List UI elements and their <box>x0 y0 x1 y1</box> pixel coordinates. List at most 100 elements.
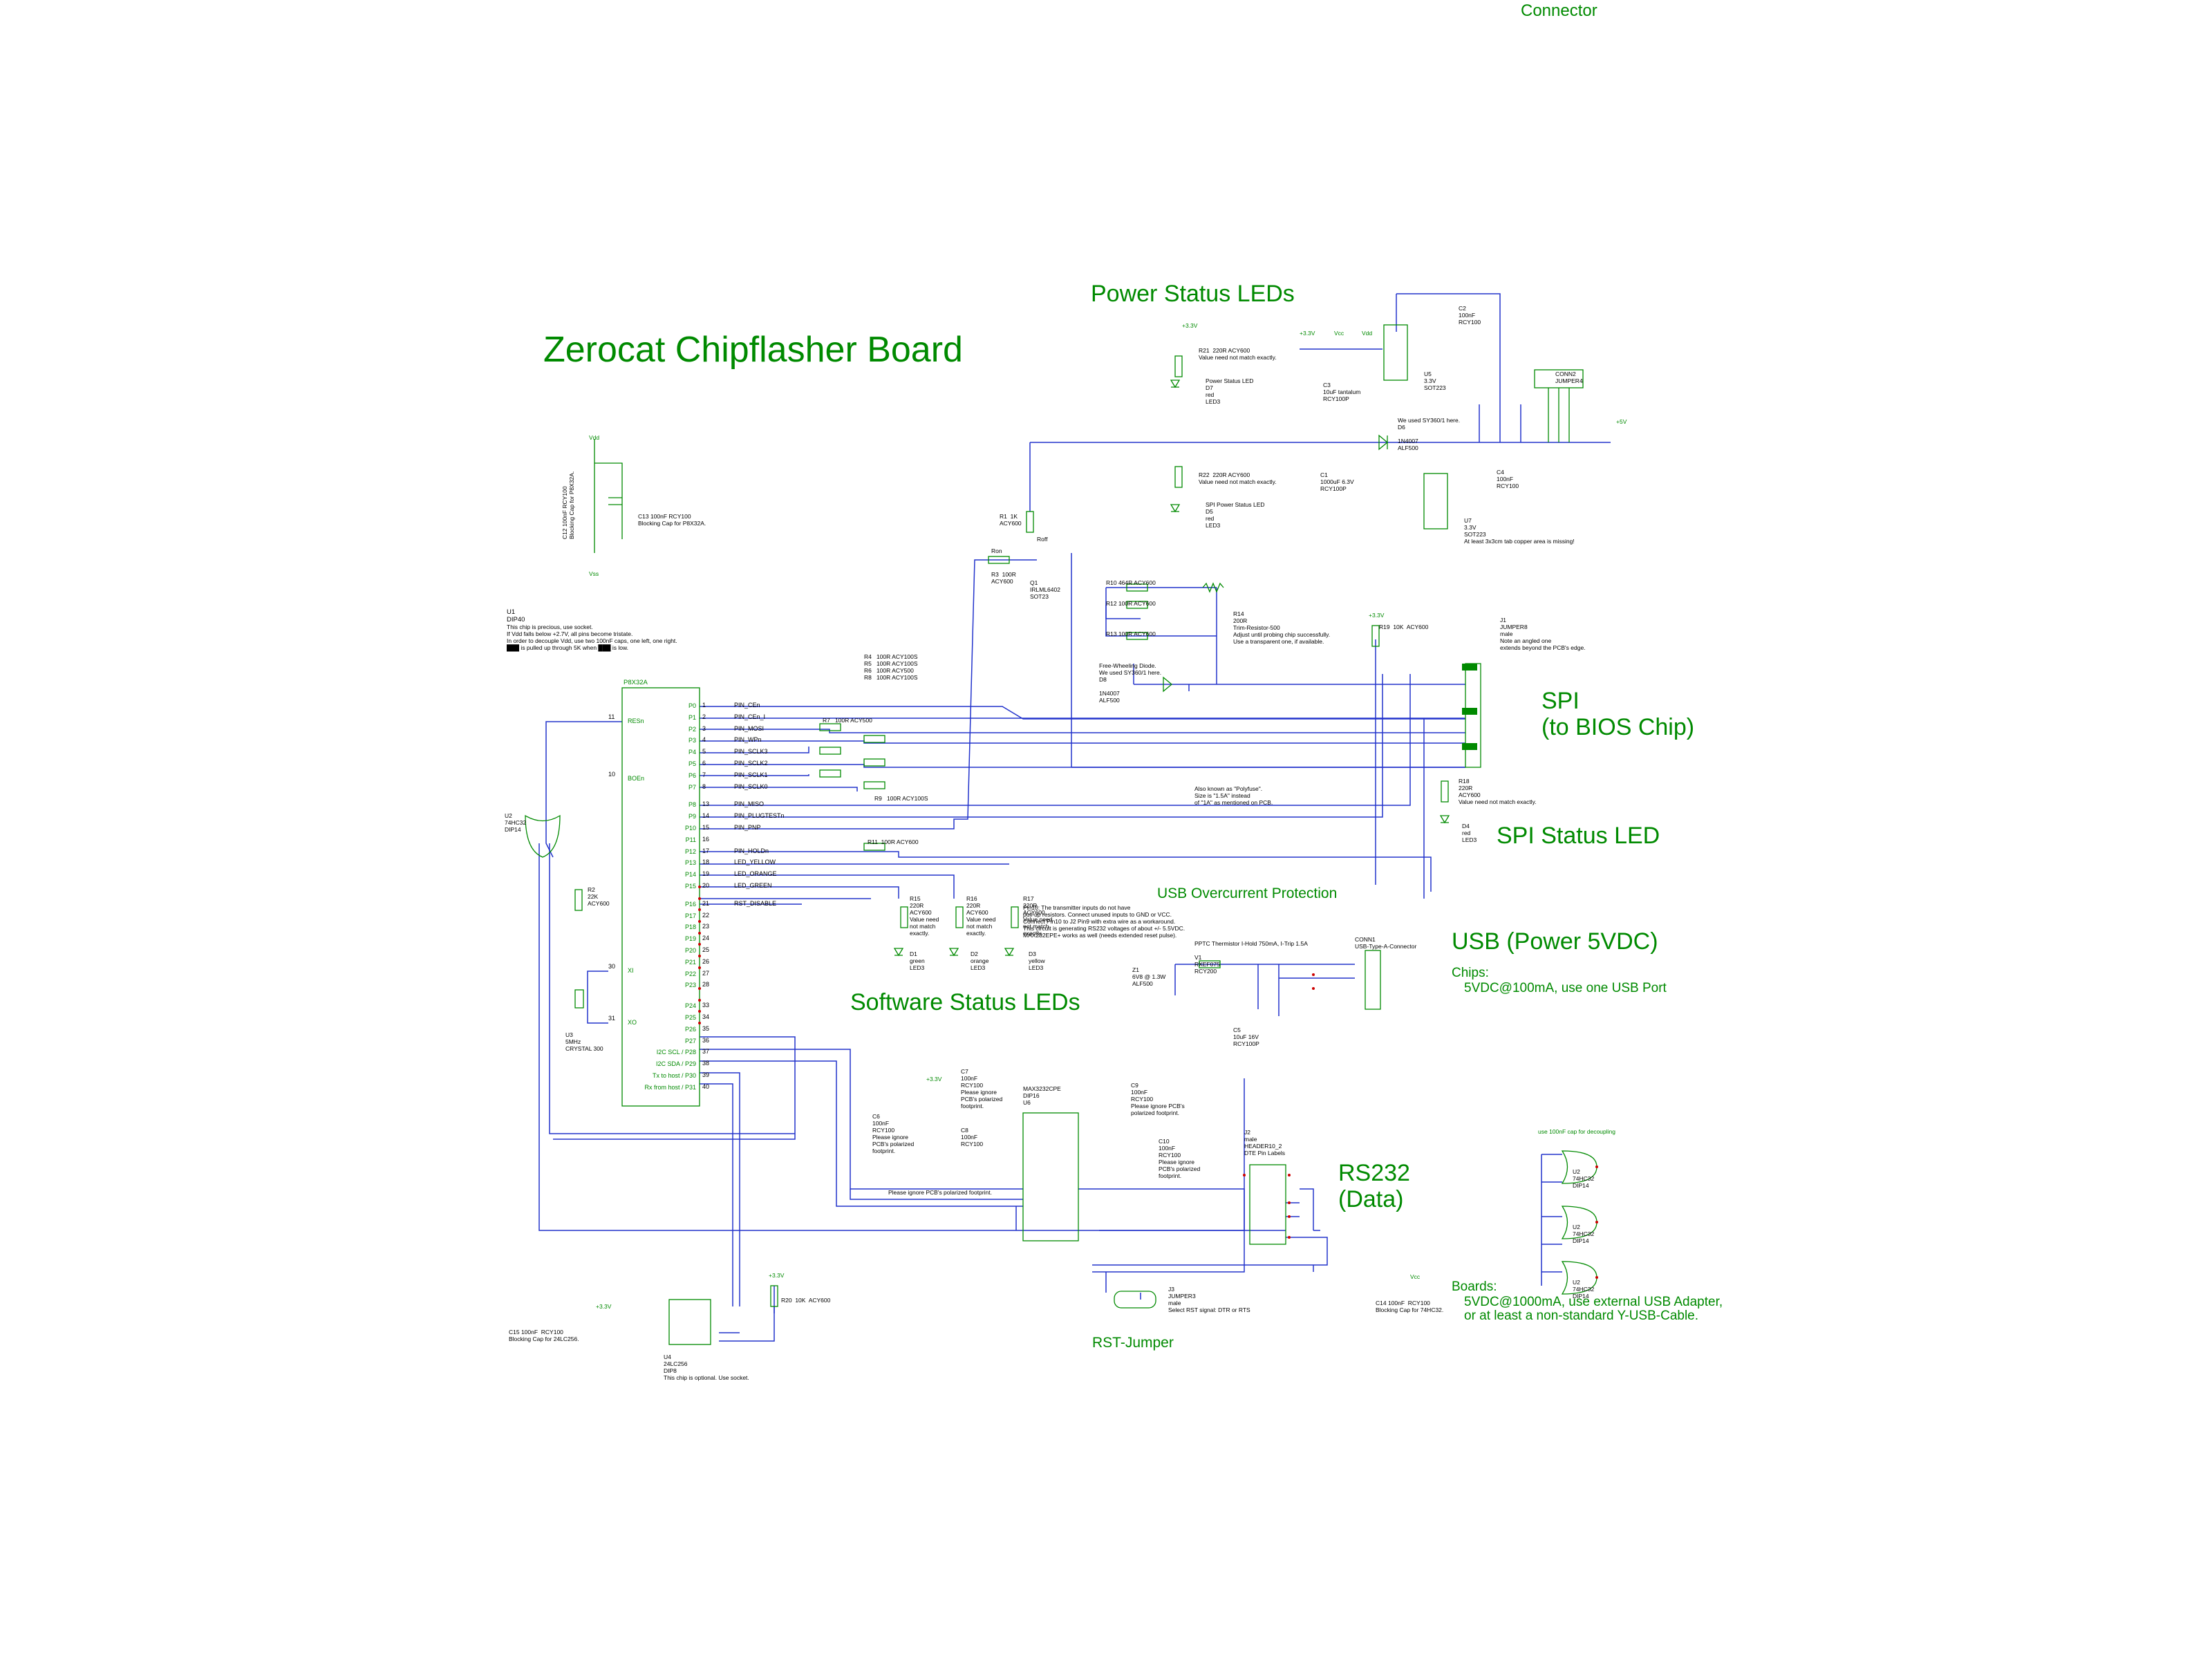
mcu-pin-p20: P20 <box>684 947 696 954</box>
label-r9: R9 100R ACY100S <box>874 795 928 802</box>
rail-vdd: Vdd <box>589 434 600 441</box>
mcu-pin-number: 24 <box>702 935 710 942</box>
label-j2: J2 male HEADER10_2 DTE Pin Labels <box>1244 1129 1286 1156</box>
mcu-pin-number: 5 <box>702 748 706 756</box>
label-r1: R1 1K ACY600 <box>1000 513 1022 527</box>
net-label: PIN_PNP <box>734 824 761 831</box>
label-max_note: Pin10: The transmitter inputs do not hav… <box>1023 904 1185 939</box>
mcu-pin-p5: P5 <box>688 760 696 767</box>
board-title: Zerocat Chipflasher Board <box>543 330 963 370</box>
net-label: LED_YELLOW <box>734 859 776 866</box>
mcu-pin-p11: P11 <box>685 836 696 843</box>
label-d6: We used SY360/1 here. D6 1N4007 ALF500 <box>1398 417 1461 451</box>
rail-3v3-spi: +3.3V <box>1369 612 1385 619</box>
mcu-pin-p14: P14 <box>684 871 696 879</box>
label-c1: C1 1000uF 6.3V RCY100P <box>1320 471 1354 492</box>
mcu-pin-p13: P13 <box>684 859 696 867</box>
label-j1: J1 JUMPER8 male Note an angled one exten… <box>1500 617 1586 651</box>
rail-vss: Vss <box>589 570 599 577</box>
label-roff: Roff <box>1037 536 1048 543</box>
spi-led-title: SPI Status LED <box>1497 823 1660 849</box>
label-r20: R20 10K ACY600 <box>781 1297 831 1304</box>
label-c4: C4 100nF RCY100 <box>1497 469 1519 489</box>
net-label: LED_ORANGE <box>734 870 777 878</box>
mcu-pin-p16: P16 <box>684 900 696 908</box>
mcu-pin-number: 14 <box>702 812 710 820</box>
mcu-pin-p15: P15 <box>684 883 696 890</box>
net-label: PIN_WPn <box>734 736 762 744</box>
label-r18: R18 220R ACY600 Value need not match exa… <box>1459 778 1537 805</box>
rail-vdd-2: Vdd <box>1362 330 1373 337</box>
mcu-pin-p30: Tx to host / P30 <box>652 1072 696 1079</box>
mcu-pin-number: 17 <box>702 847 710 854</box>
label-r3: R3 100R ACY600 <box>991 571 1016 585</box>
label-d3: D3 yellow LED3 <box>1029 950 1045 971</box>
net-label: LED_GREEN <box>734 882 772 889</box>
mcu-pin-p17: P17 <box>684 912 696 919</box>
mcu-pin-p10: P10 <box>684 825 696 832</box>
label-d8: Free-Wheeling Diode. We used SY360/1 her… <box>1099 662 1162 704</box>
mcu-pin-number: 13 <box>702 800 710 808</box>
mcu-name: P8X32A <box>624 679 648 686</box>
net-label: RST_DISABLE <box>734 899 777 907</box>
net-label: PIN_CEn <box>734 702 760 709</box>
mcu-package: DIP40 <box>507 616 525 624</box>
rail-3v3-max: +3.3V <box>926 1076 942 1082</box>
net-label: PIN_PLUGTESTn <box>734 812 785 820</box>
label-u2c: U2 74HC32 DIP14 <box>1573 1224 1595 1244</box>
label-c8note: Please ignore PCB's polarized footprint. <box>888 1189 992 1196</box>
mcu-pin-number: 37 <box>702 1048 710 1056</box>
mcu-pin-p12: P12 <box>684 847 696 855</box>
label-u2d: U2 74HC32 DIP14 <box>1573 1279 1595 1300</box>
mcu-ref: U1 <box>507 608 516 616</box>
label-d2: D2 orange LED3 <box>971 950 989 971</box>
label-r7: R7 100R ACY500 <box>823 717 872 724</box>
usb-power-title: USB (Power 5VDC) <box>1452 928 1658 955</box>
label-c9: C9 100nF RCY100 Please ignore PCB's pola… <box>1131 1082 1185 1116</box>
label-r11: R11 100R ACY600 <box>868 838 919 845</box>
mcu-pin-number: 8 <box>702 782 706 790</box>
label-r4r8: R4 100R ACY100S R5 100R ACY100S R6 100R … <box>864 653 918 681</box>
label-u4: U4 24LC256 DIP8 This chip is optional. U… <box>664 1353 749 1381</box>
label-polyfuse: Also known as "Polyfuse". Size is "1.5A"… <box>1194 785 1273 806</box>
label-u5: U5 3.3V SOT223 <box>1424 371 1446 391</box>
label-r13: R13 100R ACY600 <box>1106 630 1156 637</box>
mcu-pin-p8: P8 <box>688 801 696 809</box>
mcu-pin-p6: P6 <box>688 771 696 779</box>
label-conn2: CONN2 JUMPER4 <box>1555 371 1583 384</box>
label-ron: Ron <box>991 547 1002 554</box>
mcu-pin-p1: P1 <box>688 713 696 721</box>
mcu-pin-number: 6 <box>702 760 706 767</box>
net-label: PIN_SCLK1 <box>734 771 768 778</box>
mcu-pin-number: 39 <box>702 1071 710 1078</box>
chips-value: 5VDC@100mA, use one USB Port <box>1464 981 1667 995</box>
mcu-pin-number: 28 <box>702 981 710 988</box>
net-label: PIN_CEn_I <box>734 713 766 720</box>
software-leds-title: Software Status LEDs <box>850 989 1080 1015</box>
mcu-pin-number: 31 <box>608 1015 616 1022</box>
mcu-pin-p18: P18 <box>684 924 696 931</box>
mcu-pin-p3: P3 <box>688 737 696 744</box>
mcu-pin-number: 27 <box>702 969 710 977</box>
label-c12: C12 100nF RCY100 Blocking Cap for P8X32A… <box>561 471 575 539</box>
spi-title: SPI (to BIOS Chip) <box>1541 688 1695 740</box>
mcu-pin-number: 11 <box>608 713 615 720</box>
mcu-pin-number: 21 <box>702 899 710 907</box>
label-r14: R14 200R Trim-Resistor-500 Adjust until … <box>1233 610 1331 645</box>
mcu-pin-number: 22 <box>702 911 710 919</box>
mcu-pin-boen: BOEn <box>628 775 645 782</box>
label-j3: J3 JUMPER3 male Select RST signal: DTR o… <box>1168 1286 1250 1313</box>
mcu-pin-p0: P0 <box>688 702 696 709</box>
label-c13: C13 100nF RCY100 Blocking Cap for P8X32A… <box>638 513 706 527</box>
mcu-pin-p28: I2C SCL / P28 <box>656 1049 696 1056</box>
label-d7: Power Status LED D7 red LED3 <box>1206 377 1254 405</box>
mcu-pin-number: 2 <box>702 713 706 720</box>
mcu-pin-p9: P9 <box>688 813 696 821</box>
mcu-pin-number: 10 <box>608 771 616 778</box>
rail-vcc-u2: Vcc <box>1410 1273 1421 1280</box>
mcu-pin-resn: RESn <box>628 718 644 724</box>
rs232-title: RS232 (Data) <box>1338 1160 1410 1212</box>
mcu-pin-p2: P2 <box>688 725 696 733</box>
label-c3: C3 10uF tantalum RCY100P <box>1323 382 1361 402</box>
